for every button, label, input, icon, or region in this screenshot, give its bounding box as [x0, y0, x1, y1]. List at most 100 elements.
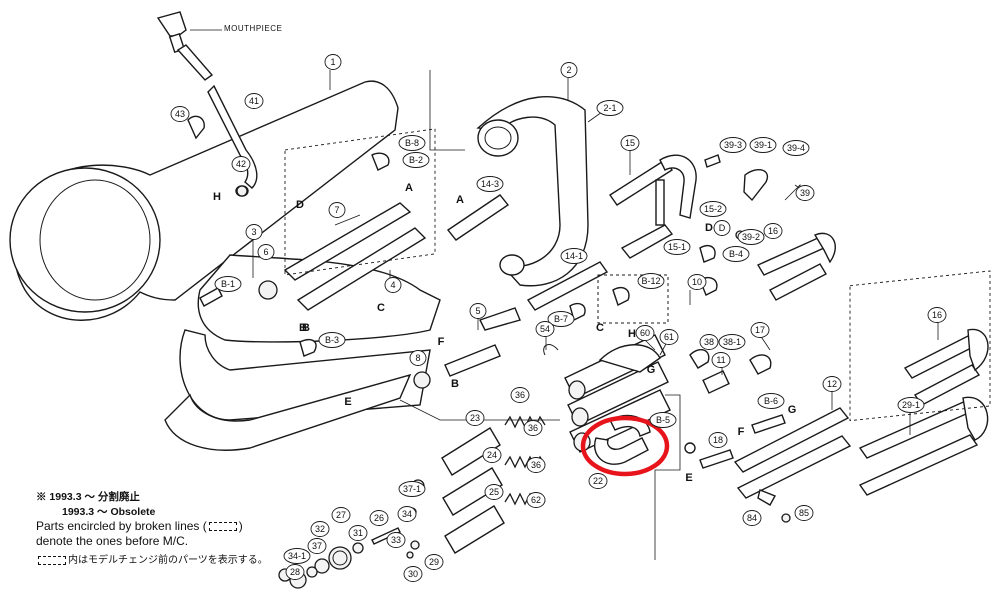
letter-F: F [438, 336, 445, 348]
callout-15-1: 15-1 [663, 239, 691, 255]
callout-circle [523, 420, 543, 436]
callout-circle [369, 510, 389, 526]
callout-circle [476, 176, 504, 192]
callout-number: 31 [353, 528, 363, 538]
callout-number: 61 [664, 332, 674, 342]
callout-number: 27 [336, 510, 346, 520]
callout-number: 34 [402, 509, 412, 519]
callout-60: 60 [635, 325, 655, 341]
callout-30: 30 [403, 566, 423, 582]
callout-number: 24 [487, 450, 497, 460]
callout-2-1: 2-1 [596, 100, 624, 116]
callout-circle [402, 152, 430, 168]
callout-number: 43 [175, 109, 185, 119]
callout-84: 84 [742, 510, 762, 526]
valve-slides-right [733, 232, 991, 499]
callout-circle [324, 54, 342, 70]
callout-B-7: B-7 [547, 311, 575, 327]
callout-number: 84 [747, 513, 757, 523]
callout-54: 54 [535, 321, 555, 337]
legend-notes: ※ 1993.3 ～ 分割廃止 1993.3 ～ Obsolete Parts … [36, 489, 336, 566]
callout-circle [659, 329, 679, 345]
callout-circle [397, 506, 417, 522]
callout-circle [310, 521, 330, 537]
callout-circle [897, 397, 925, 413]
callout-number: 39-2 [742, 232, 760, 242]
callout-circle [699, 201, 727, 217]
callout-number: 11 [716, 355, 725, 365]
callout-number: 23 [470, 413, 480, 423]
callout-number: 28 [290, 567, 300, 577]
callout-circle [763, 223, 783, 239]
callout-37: 37 [307, 538, 327, 554]
callout-circle [482, 447, 502, 463]
callout-number: B-7 [554, 314, 568, 324]
callout-25: 25 [484, 484, 504, 500]
callout-number: 36 [515, 390, 525, 400]
callout-number: 30 [408, 569, 418, 579]
callout-number: 39-3 [724, 140, 742, 150]
callout-23: 23 [465, 410, 485, 426]
callout-circle [331, 507, 351, 523]
callout-circle [722, 246, 750, 262]
callout-circle [285, 564, 305, 580]
callout-circle [711, 352, 731, 368]
callout-39-4: 39-4 [782, 140, 810, 156]
callout-circle [398, 135, 426, 151]
callout-number: 39 [800, 188, 810, 198]
callout-circle [637, 273, 665, 289]
slide-tubes [283, 128, 436, 311]
note-line-2: 1993.3 ～ Obsolete [62, 506, 156, 518]
callout-circle [718, 334, 746, 350]
callout-31: 31 [348, 525, 368, 541]
callout-29-1: 29-1 [897, 397, 925, 413]
callout-39-1: 39-1 [749, 137, 777, 153]
dashed-box-icon [38, 555, 66, 565]
callout-29: 29 [424, 554, 444, 570]
letter-D: D [705, 222, 713, 234]
valve-pistons [371, 415, 546, 559]
callout-circle [596, 100, 624, 116]
callout-number: 15-1 [668, 242, 686, 252]
callout-10: 10 [687, 274, 707, 290]
callout-number: 39-4 [787, 143, 805, 153]
callout-number: 22 [593, 476, 603, 486]
callout-circle [560, 248, 588, 264]
callout-18: 18 [708, 432, 728, 448]
letter-C: C [596, 322, 604, 334]
callout-number: 29 [429, 557, 439, 567]
callout-B-4: B-4 [722, 246, 750, 262]
letter-H: H [628, 328, 636, 340]
callout-85: 85 [794, 505, 814, 521]
callout-41: 41 [244, 93, 264, 109]
callout-circle [409, 350, 427, 366]
note-line-5-text: 内はモデルチェンジ前のパーツを表示する。 [68, 555, 268, 566]
callout-6: 6 [257, 244, 275, 260]
callout-B-8: B-8 [398, 135, 426, 151]
letter-E: E [344, 396, 351, 408]
callout-number: D [719, 223, 726, 233]
callout-42: 42 [231, 156, 251, 172]
callout-circle [547, 311, 575, 327]
note-line-3b: ) [238, 519, 243, 533]
callout-circle [620, 135, 640, 151]
callout-39: 39 [795, 185, 815, 201]
callout-circle [535, 321, 555, 337]
callout-circle [484, 484, 504, 500]
letter-C: C [377, 302, 385, 314]
callout-4: 4 [384, 277, 402, 293]
callout-number: 38 [704, 337, 714, 347]
callout-number: B-3 [325, 335, 339, 345]
bell-section [9, 80, 441, 451]
callout-number: 4 [390, 280, 395, 290]
callout-circle [782, 140, 810, 156]
callout-12: 12 [822, 376, 842, 392]
callout-number: 2-1 [603, 103, 616, 113]
callout-24: 24 [482, 447, 502, 463]
callout-61: 61 [659, 329, 679, 345]
callout-circle [794, 505, 814, 521]
note-line-3: Parts encircled by broken lines () [36, 519, 336, 534]
callout-circle [757, 393, 785, 409]
